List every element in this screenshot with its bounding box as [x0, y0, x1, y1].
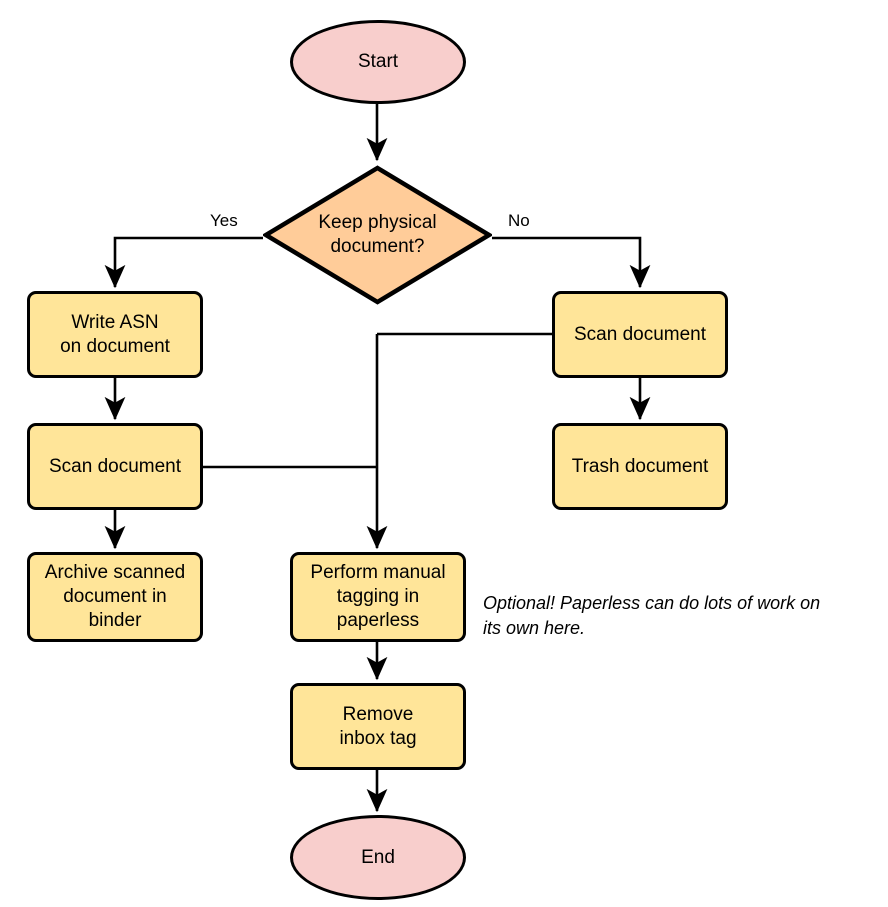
node-decision-label-line2: document?: [330, 236, 425, 257]
node-end-label: End: [361, 846, 395, 868]
annotation-optional-note-line1: Optional! Paperless can do lots of work …: [483, 593, 821, 613]
node-archive-label-line1: Archive scanned: [44, 562, 186, 583]
node-start-label: Start: [357, 51, 399, 72]
node-decision-label-line1: Keep physical: [318, 212, 437, 233]
node-scan-document-right-label: Scan document: [573, 323, 707, 345]
node-write-asn-label-line2: on document: [60, 335, 170, 357]
node-write-asn-label-line1: Write ASN: [71, 311, 159, 333]
node-write-asn[interactable]: Write ASN on document: [27, 291, 203, 378]
node-archive-scanned-document[interactable]: Archive scanned document in binder: [27, 552, 203, 642]
node-decision-keep-physical-document[interactable]: Keep physical document?: [263, 165, 492, 305]
node-archive-label-line3: binder: [88, 610, 142, 631]
node-trash-document-label: Trash document: [571, 455, 709, 477]
annotation-optional-note-line2: its own here.: [483, 618, 586, 638]
node-scan-document-left[interactable]: Scan document: [27, 423, 203, 510]
edge-label-no: No: [508, 211, 530, 230]
node-decision-label: Keep physical document?: [263, 165, 492, 305]
node-start[interactable]: Start: [290, 20, 466, 104]
node-remove-inbox-label-line2: inbox tag: [339, 727, 417, 749]
annotation-optional-note: Optional! Paperless can do lots of work …: [483, 591, 883, 641]
node-end[interactable]: End: [290, 815, 466, 900]
node-scan-document-right[interactable]: Scan document: [552, 291, 728, 378]
node-archive-label-line2: document in: [63, 586, 167, 607]
diamond-shape: [263, 165, 492, 305]
edge-decision-yes-to-write-asn: [104, 236, 263, 289]
edge-label-yes: Yes: [210, 211, 238, 230]
node-remove-inbox-tag[interactable]: Remove inbox tag: [290, 683, 466, 770]
node-remove-inbox-label-line1: Remove: [342, 703, 414, 725]
node-scan-document-left-label: Scan document: [48, 455, 182, 477]
node-perform-manual-tagging[interactable]: Perform manual tagging in paperless: [290, 552, 466, 642]
node-trash-document[interactable]: Trash document: [552, 423, 728, 510]
node-tagging-label-line2: tagging in: [336, 586, 420, 607]
edge-decision-no-to-scan-right: [492, 236, 651, 289]
node-tagging-label-line1: Perform manual: [310, 562, 446, 583]
node-tagging-label-line3: paperless: [336, 610, 420, 631]
